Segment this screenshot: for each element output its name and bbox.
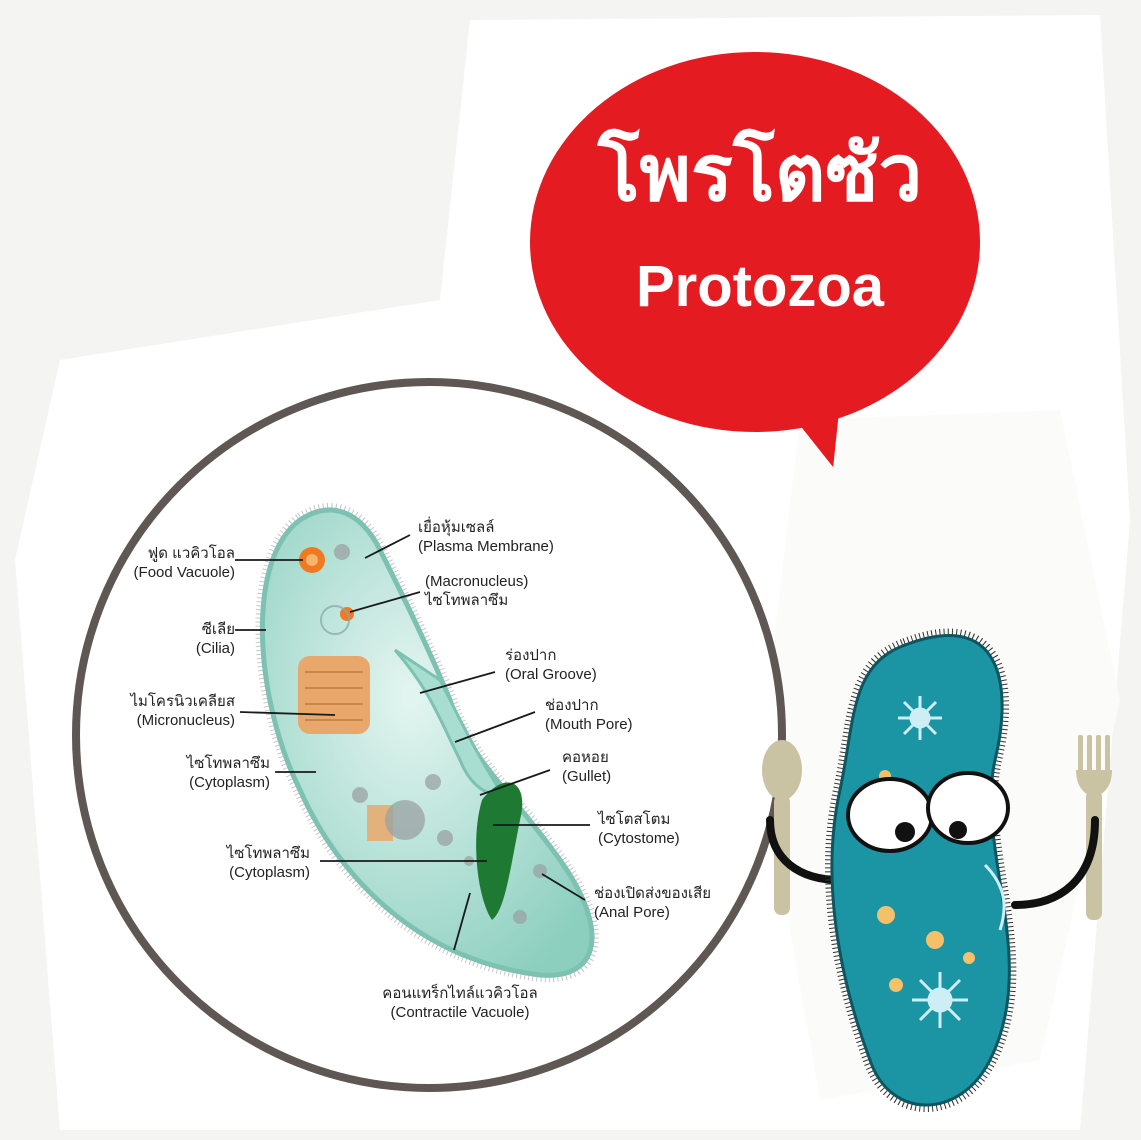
paramecium-mascot xyxy=(0,0,1141,1140)
